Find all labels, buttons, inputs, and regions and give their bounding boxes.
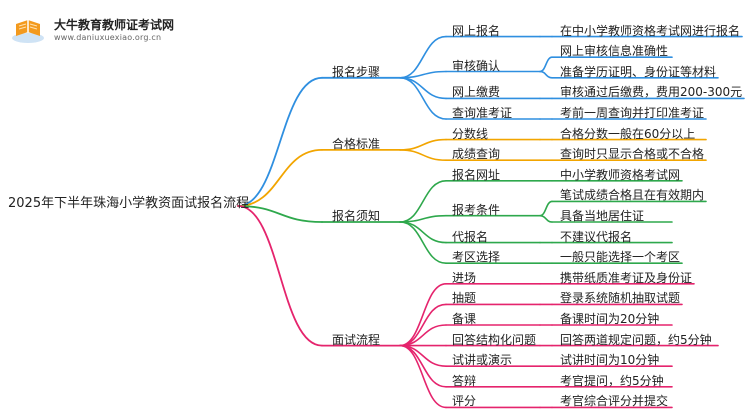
mindmap-node: 代报名 xyxy=(452,229,489,244)
mindmap-leaf: 查询时只显示合格或不合格 xyxy=(560,147,705,162)
mindmap-leaf: 具备当地居住证 xyxy=(560,209,645,223)
child-connector xyxy=(399,180,447,223)
mindmap-leaf: 合格分数一般在60分以上 xyxy=(560,126,696,141)
child-connector xyxy=(399,70,447,79)
mindmap-leaf: 试讲时间为10分钟 xyxy=(560,353,660,368)
mindmap-node: 审核确认 xyxy=(452,58,501,73)
mindmap-node: 分数线 xyxy=(452,126,489,141)
mindmap-leaf: 中小学教师资格考试网 xyxy=(560,167,681,182)
mindmap-node: 查询准考证 xyxy=(452,106,513,120)
mindmap-node: 报名网址 xyxy=(452,167,501,182)
leaf-connector xyxy=(539,70,553,79)
child-connector xyxy=(399,149,447,161)
mindmap-leaf: 一般只能选择一个考区 xyxy=(560,250,681,265)
mindmap-leaf: 考官综合评分并提交 xyxy=(560,394,669,409)
mindmap-leaf: 在中小学教师资格考试网进行报名 xyxy=(560,23,741,38)
mindmap-node: 评分 xyxy=(452,394,477,409)
child-connector xyxy=(399,138,447,151)
mindmap-leaf: 携带纸质准考证及身份证 xyxy=(560,270,693,285)
mindmap-branch: 面试流程 xyxy=(332,332,381,347)
mindmap-node: 抽题 xyxy=(452,291,477,306)
mindmap-node: 报考条件 xyxy=(452,202,501,217)
mindmap-leaf: 网上审核信息准确性 xyxy=(560,44,669,59)
child-connector xyxy=(399,77,447,120)
mindmap-node: 成绩查询 xyxy=(452,147,501,162)
mindmap-branch: 报名须知 xyxy=(332,209,381,223)
mindmap-leaf: 不建议代报名 xyxy=(560,229,633,244)
mindmap-branch: 合格标准 xyxy=(332,136,381,151)
mindmap-node: 进场 xyxy=(452,270,477,285)
site-url: www.daniuxuexiao.org.cn xyxy=(54,33,162,42)
branch-connector xyxy=(237,205,323,347)
branch-connector xyxy=(237,205,323,223)
mindmap-leaf: 考官提问，约5分钟 xyxy=(560,373,664,388)
leaf-connector xyxy=(539,56,553,73)
mindmap-root: 2025年下半年珠海小学教资面试报名流程 xyxy=(8,196,250,211)
leaf-connector xyxy=(539,214,553,223)
mindmap-leaf: 笔试成绩合格且在有效期内 xyxy=(560,188,705,203)
book-logo-icon xyxy=(12,20,44,43)
branch-connector xyxy=(237,149,323,207)
mindmap-node: 网上缴费 xyxy=(452,85,501,100)
mindmap-leaf: 登录系统随机抽取试题 xyxy=(560,291,681,306)
leaf-connector xyxy=(539,200,553,217)
child-connector xyxy=(399,221,447,244)
child-connector xyxy=(399,221,447,264)
child-connector xyxy=(399,77,447,100)
mindmap-node: 试讲或演示 xyxy=(452,353,513,368)
mindmap-node: 考区选择 xyxy=(452,250,501,265)
child-connector xyxy=(399,214,447,223)
mindmap-node: 回答结构化问题 xyxy=(452,332,537,347)
mindmap-leaf: 准备学历证明、身份证等材料 xyxy=(560,64,717,79)
child-connector xyxy=(399,35,447,79)
mindmap-node: 答辩 xyxy=(452,373,477,388)
mindmap-leaf: 审核通过后缴费，费用200-300元 xyxy=(560,85,743,100)
mindmap-leaf: 备课时间为20分钟 xyxy=(560,312,660,326)
site-logo: 大牛教育教师证考试网 www.daniuxuexiao.org.cn xyxy=(8,8,198,48)
mindmap-leaf: 考前一周查询并打印准考证 xyxy=(560,106,705,120)
mindmap-leaf: 回答两道规定问题，约5分钟 xyxy=(560,332,712,347)
site-title: 大牛教育教师证考试网 xyxy=(54,18,175,32)
branch-connector xyxy=(237,76,323,207)
child-connector xyxy=(399,344,447,409)
mindmap-node: 备课 xyxy=(452,312,477,326)
mindmap-branch: 报名步骤 xyxy=(332,64,381,79)
mindmap-node: 网上报名 xyxy=(452,23,501,38)
